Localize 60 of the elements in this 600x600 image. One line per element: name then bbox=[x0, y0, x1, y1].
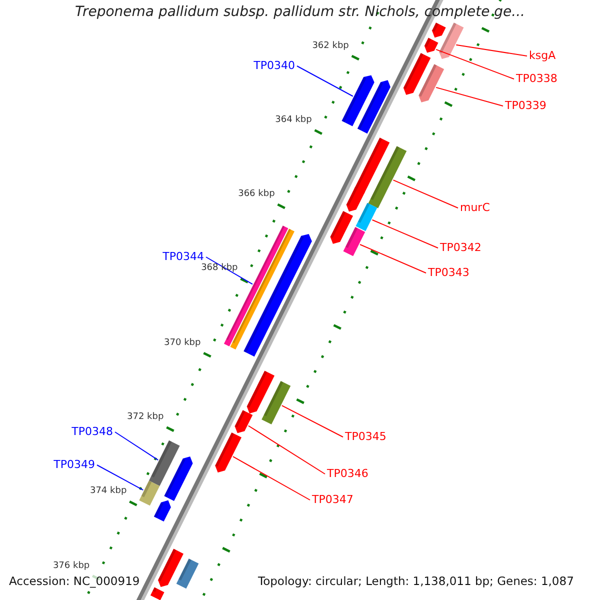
gene-bar bbox=[262, 380, 291, 424]
gene-label: murC bbox=[460, 201, 490, 214]
gene-label: TP0343 bbox=[428, 266, 470, 279]
gene-bar bbox=[330, 210, 354, 244]
tick-label: 370 kbp bbox=[164, 338, 201, 349]
gene-bar bbox=[148, 440, 180, 486]
footer-text: Accession: NC_000919 bbox=[9, 574, 140, 589]
tick-label: 366 kbp bbox=[238, 189, 275, 200]
leader-line bbox=[436, 86, 504, 106]
gene-label: TP0338 bbox=[516, 72, 558, 85]
leader-line bbox=[360, 244, 426, 274]
gene-bar bbox=[432, 22, 446, 38]
gene-bar bbox=[246, 370, 274, 414]
tick-label: 374 kbp bbox=[90, 486, 127, 498]
gene-bar bbox=[224, 226, 288, 346]
gene-bar bbox=[176, 558, 199, 589]
gene-bar bbox=[139, 480, 160, 506]
gene-label: TP0345 bbox=[345, 430, 386, 443]
leader-line bbox=[372, 219, 438, 248]
gene-label: TP0348 bbox=[72, 425, 113, 438]
leader-line bbox=[281, 405, 344, 438]
gene-bar bbox=[154, 500, 171, 522]
leader-line bbox=[248, 425, 326, 474]
leader-line bbox=[456, 44, 528, 56]
tick-label: 364 kbp bbox=[275, 114, 312, 126]
tick-label: 362 kbp bbox=[312, 40, 349, 52]
leader-line bbox=[392, 180, 458, 208]
gene-bar bbox=[215, 432, 242, 472]
leader-line bbox=[436, 48, 514, 80]
leader-line bbox=[232, 456, 310, 500]
gene-bar bbox=[164, 456, 193, 501]
gene-label: TP0342 bbox=[440, 241, 482, 254]
gene-bar bbox=[342, 75, 374, 126]
gene-bar bbox=[150, 587, 164, 600]
gene-label: TP0339 bbox=[505, 99, 546, 112]
gene-bar bbox=[346, 186, 366, 212]
gene-label: TP0349 bbox=[54, 458, 95, 471]
gene-bar bbox=[356, 202, 378, 232]
tick-label: 376 kbp bbox=[52, 560, 90, 572]
gene-bar bbox=[234, 410, 253, 434]
gene-label: TP0347 bbox=[312, 493, 354, 506]
gene-bar bbox=[418, 64, 444, 102]
gene-bar bbox=[158, 548, 184, 588]
footer-text: Topology: circular; Length: 1,138,011 bp; Genes: 1,087 bbox=[258, 574, 574, 589]
gene-label: ksgA bbox=[529, 49, 556, 62]
leader-line bbox=[296, 66, 354, 97]
leader-line bbox=[206, 256, 253, 285]
tick-label: 372 kbp bbox=[127, 412, 164, 424]
gene-bar bbox=[244, 234, 312, 357]
gene-bar bbox=[368, 146, 407, 208]
gene-label: TP0346 bbox=[327, 467, 368, 480]
gene-bar bbox=[343, 227, 366, 256]
gene-bar bbox=[357, 80, 390, 134]
gene-bar bbox=[439, 22, 464, 60]
gene-label: TP0344 bbox=[162, 250, 204, 263]
gene-bar bbox=[403, 53, 431, 95]
gene-label: TP0340 bbox=[254, 59, 295, 72]
leader-line bbox=[114, 432, 159, 461]
leader-line bbox=[96, 464, 144, 491]
gene-bar bbox=[424, 38, 438, 53]
